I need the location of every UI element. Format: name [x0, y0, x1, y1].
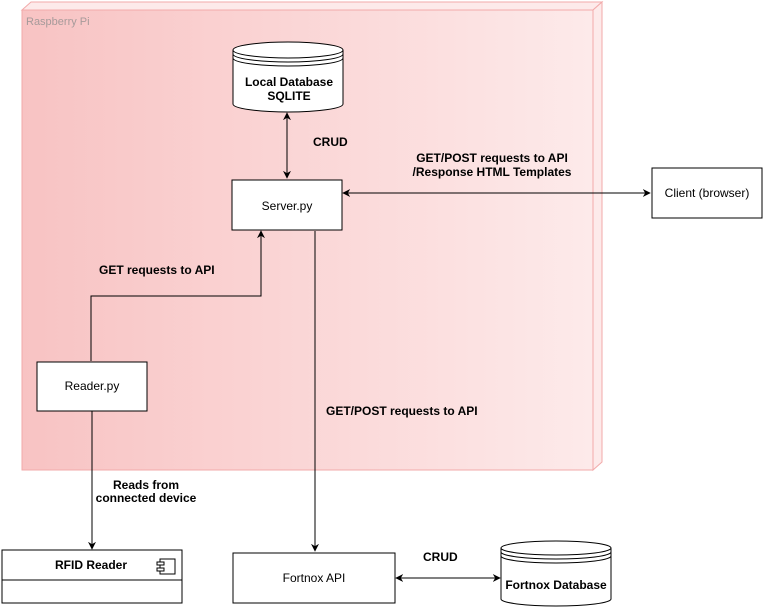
server-label: Server.py [262, 199, 313, 213]
client-label: Client (browser) [665, 186, 750, 200]
reader-node: Reader.py [36, 361, 148, 412]
edge-label-client-line2: /Response HTML Templates [413, 165, 572, 179]
client-node: Client (browser) [651, 167, 763, 219]
edge-label-reader-get: GET requests to API [99, 263, 215, 277]
local-database-node: Local Database SQLITE [232, 41, 344, 113]
edge-label-crud-fortnox: CRUD [423, 550, 458, 564]
fortnox-database-node: Fortnox Database [500, 540, 612, 607]
local-database-label-line1: Local Database [245, 75, 333, 89]
server-node: Server.py [231, 179, 343, 231]
local-database-label-line2: SQLITE [267, 89, 310, 103]
edge-label-fortnox-get-post: GET/POST requests to API [326, 404, 478, 418]
fortnox-api-node: Fortnox API [232, 552, 396, 604]
edge-reader-server [90, 230, 265, 361]
component-icon [156, 558, 176, 575]
fortnox-database-label: Fortnox Database [505, 578, 607, 592]
edge-label-reads-line1: Reads from [113, 478, 179, 492]
edge-label-client-line1: GET/POST requests to API [416, 151, 568, 165]
rfid-reader-node: RFID Reader [1, 549, 183, 604]
edges [88, 112, 651, 582]
edge-label-reads-line2: connected device [96, 491, 197, 505]
fortnox-api-label: Fortnox API [283, 571, 346, 585]
rfid-reader-label: RFID Reader [55, 558, 127, 572]
reader-label: Reader.py [65, 379, 120, 393]
edge-label-crud-local: CRUD [313, 135, 348, 149]
raspberry-pi-label: Raspberry Pi [26, 16, 90, 28]
